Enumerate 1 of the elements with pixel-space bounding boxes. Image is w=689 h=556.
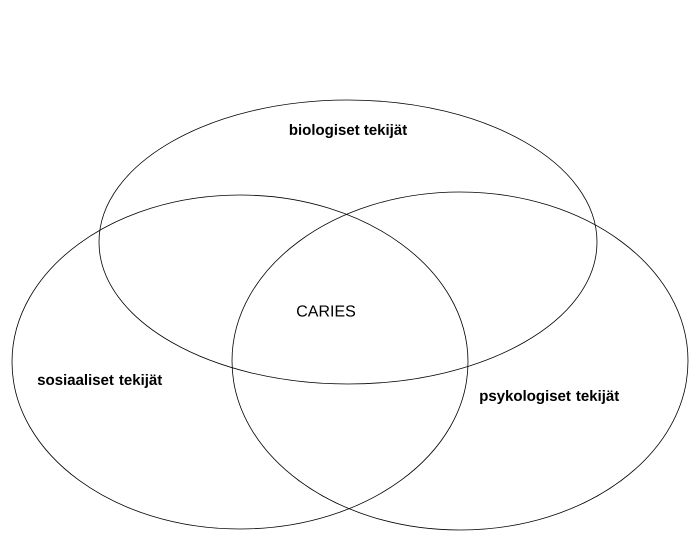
center-label: CARIES [297, 305, 356, 317]
